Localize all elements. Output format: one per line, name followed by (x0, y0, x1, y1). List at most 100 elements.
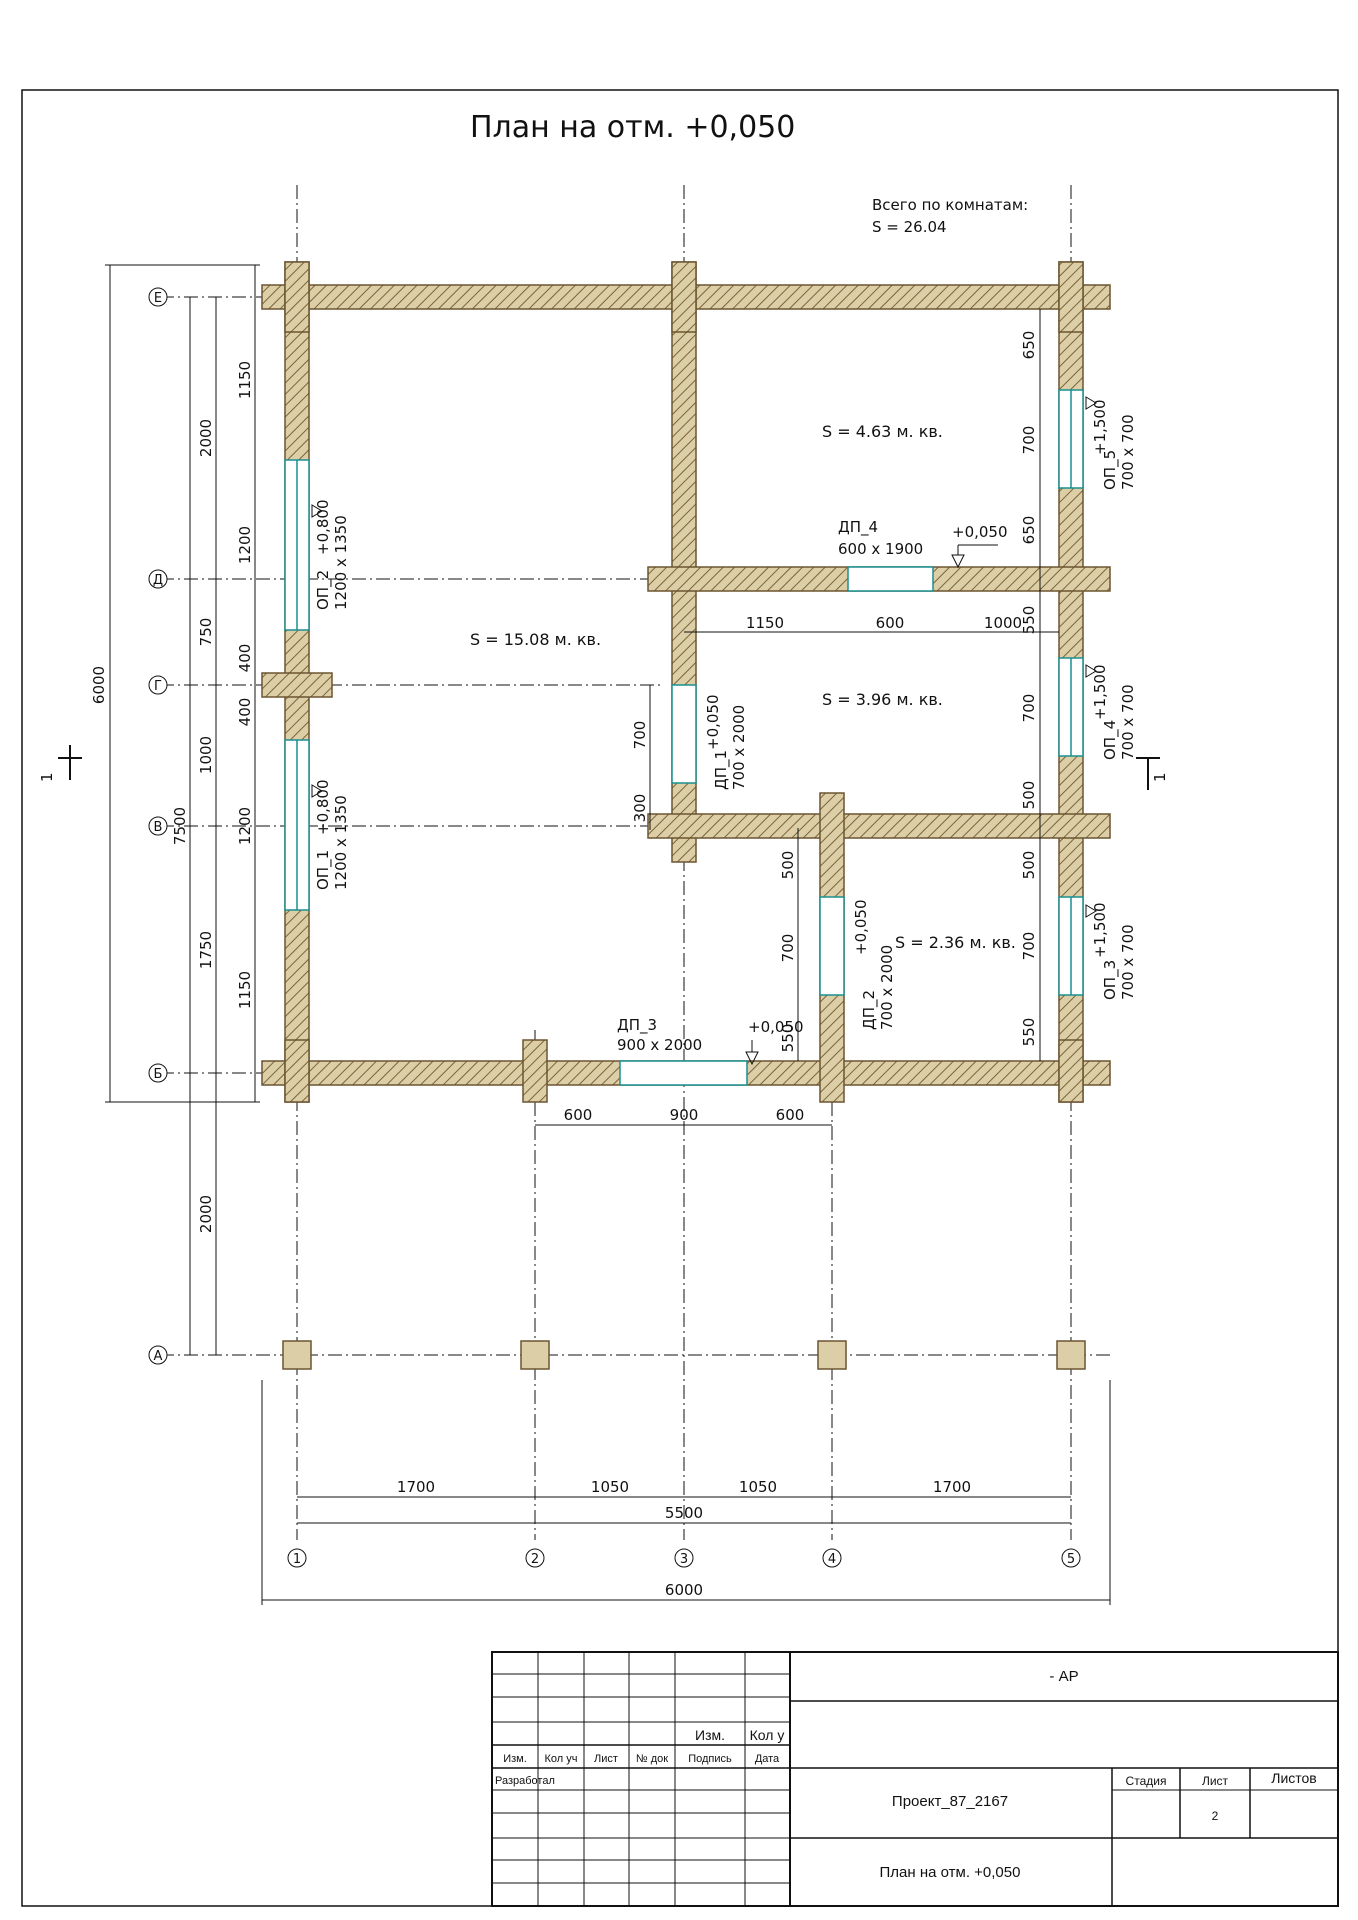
dim-bottom-2: 1050 (591, 1478, 629, 1496)
room-2-area: S = 4.63 м. кв. (822, 422, 943, 441)
axis-markers-vertical: 1 2 3 4 5 (287, 1548, 1081, 1568)
pillars (282, 1340, 1086, 1370)
room-3-area: S = 3.96 м. кв. (822, 690, 943, 709)
dim-right-7: 500 (1020, 851, 1038, 880)
axis-bubble-2 (525, 1548, 545, 1568)
dim-d-2: 600 (876, 614, 905, 632)
dp3-mark: +0,050 (748, 1018, 804, 1036)
axis-bubble-4 (822, 1548, 842, 1568)
dp4-mark: +0,050 (952, 523, 1008, 541)
dim-left-total: 7500 (171, 807, 189, 845)
tb-developed: Разработал (495, 1775, 555, 1787)
axis-label-2: 2 (531, 1552, 539, 1567)
dim-right-8: 700 (1020, 932, 1038, 961)
dim-door-2: 900 (670, 1106, 699, 1124)
dim-bottom-total: 5500 (665, 1504, 703, 1522)
axis-label-А: А (154, 1349, 163, 1364)
axis-bubble-Д (148, 569, 168, 589)
axis-label-5: 5 (1067, 1552, 1075, 1567)
dim-left-inner-1: 1150 (236, 361, 254, 399)
dp1-name: ДП_1 (712, 750, 731, 790)
dim-left-inner-2: 1200 (236, 526, 254, 564)
op1-name: ОП_1 (314, 850, 333, 890)
op2-size: 1200 х 1350 (332, 515, 350, 610)
dp1-mark: +0,050 (704, 694, 722, 750)
axis-label-1: 1 (293, 1552, 301, 1567)
dim-dp2-2: 700 (779, 934, 797, 963)
dim-left-inner-6: 1150 (236, 971, 254, 1009)
axis-label-Д: Д (153, 573, 163, 588)
dim-bottom-3: 1050 (739, 1478, 777, 1496)
dim-left-mid-2: 750 (197, 618, 215, 647)
dim-left-inner-3: 400 (236, 644, 254, 673)
dp2-size: 700 х 2000 (878, 945, 896, 1030)
axis-bubble-3 (674, 1548, 694, 1568)
room-1-area: S = 15.08 м. кв. (470, 630, 601, 649)
dim-right-6: 500 (1020, 781, 1038, 810)
axis-label-4: 4 (828, 1552, 836, 1567)
dp3-name: ДП_3 (617, 1016, 657, 1035)
axis-bubble-1 (287, 1548, 307, 1568)
dim-dp1-1: 700 (631, 721, 649, 750)
dim-dp1-2: 300 (631, 794, 649, 823)
op5-name: ОП_5 (1101, 450, 1120, 490)
dim-door-1: 600 (564, 1106, 593, 1124)
dim-left-mid-1: 2000 (197, 419, 215, 457)
axis-label-В: В (154, 820, 163, 835)
dim-door-3: 600 (776, 1106, 805, 1124)
axis-bubble-Е (148, 287, 168, 307)
dim-left-mid-4: 1750 (197, 931, 215, 969)
dim-left-mid-3: 1000 (197, 736, 215, 774)
op4-size: 700 х 700 (1119, 684, 1137, 760)
dim-right-3: 650 (1020, 516, 1038, 545)
axis-bubble-Б (148, 1063, 168, 1083)
section-label-left: 1 (38, 772, 56, 782)
dp2-name: ДП_2 (860, 990, 879, 1030)
dim-right-4: 550 (1020, 606, 1038, 635)
tb-sheets: Листов (1271, 1770, 1317, 1786)
op2-name: ОП_2 (314, 570, 333, 610)
tb-sheet: Лист (1202, 1774, 1229, 1788)
title-block (491, 1651, 1339, 1907)
level-markers (311, 396, 1097, 1066)
axis-label-Г: Г (154, 679, 162, 694)
section-markers (58, 745, 1160, 790)
dim-left-outer: 6000 (90, 666, 108, 704)
axis-label-3: 3 (680, 1552, 688, 1567)
tb-upper-kol: Кол у (750, 1727, 785, 1743)
axis-label-Е: Е (154, 291, 162, 306)
tb-upper-izm: Изм. (695, 1727, 725, 1743)
dim-bottom-4: 1700 (933, 1478, 971, 1496)
dim-right-1: 650 (1020, 331, 1038, 360)
tb-col-izm: Изм. (503, 1753, 527, 1765)
section-label-right: 1 (1151, 772, 1169, 782)
room-4-area: S = 2.36 м. кв. (895, 933, 1016, 952)
dim-left-inner-5: 1200 (236, 807, 254, 845)
dimension-lines-bottom (261, 1380, 1111, 1605)
op1-size: 1200 х 1350 (332, 795, 350, 890)
op4-mark: +1,500 (1091, 664, 1109, 720)
tb-col-podpis: Подпись (688, 1753, 732, 1765)
axis-bubble-В (148, 816, 168, 836)
op4-name: ОП_4 (1101, 720, 1120, 760)
tb-col-list: Лист (594, 1753, 618, 1765)
axis-label-Б: Б (154, 1067, 163, 1082)
axis-markers-horizontal: А Б В Г Д Е (148, 287, 168, 1365)
plan-title: План на отм. +0,050 (470, 110, 795, 145)
dim-dp2-1: 500 (779, 851, 797, 880)
tb-sheet-title: План на отм. +0,050 (880, 1864, 1021, 1881)
dp3-size: 900 х 2000 (617, 1036, 702, 1054)
dp2-mark: +0,050 (852, 899, 870, 955)
tb-col-dok: № док (636, 1753, 668, 1765)
openings (284, 389, 1084, 1086)
dim-d-1: 1150 (746, 614, 784, 632)
op3-mark: +1,500 (1091, 902, 1109, 958)
dim-bottom-1: 1700 (397, 1478, 435, 1496)
summary-label: Всего по комнатам: (872, 196, 1028, 214)
op5-mark: +1,500 (1091, 399, 1109, 455)
op3-name: ОП_3 (1101, 960, 1120, 1000)
axis-bubble-А (148, 1345, 168, 1365)
dim-left-mid-5: 2000 (197, 1195, 215, 1233)
dim-right-5: 700 (1020, 694, 1038, 723)
